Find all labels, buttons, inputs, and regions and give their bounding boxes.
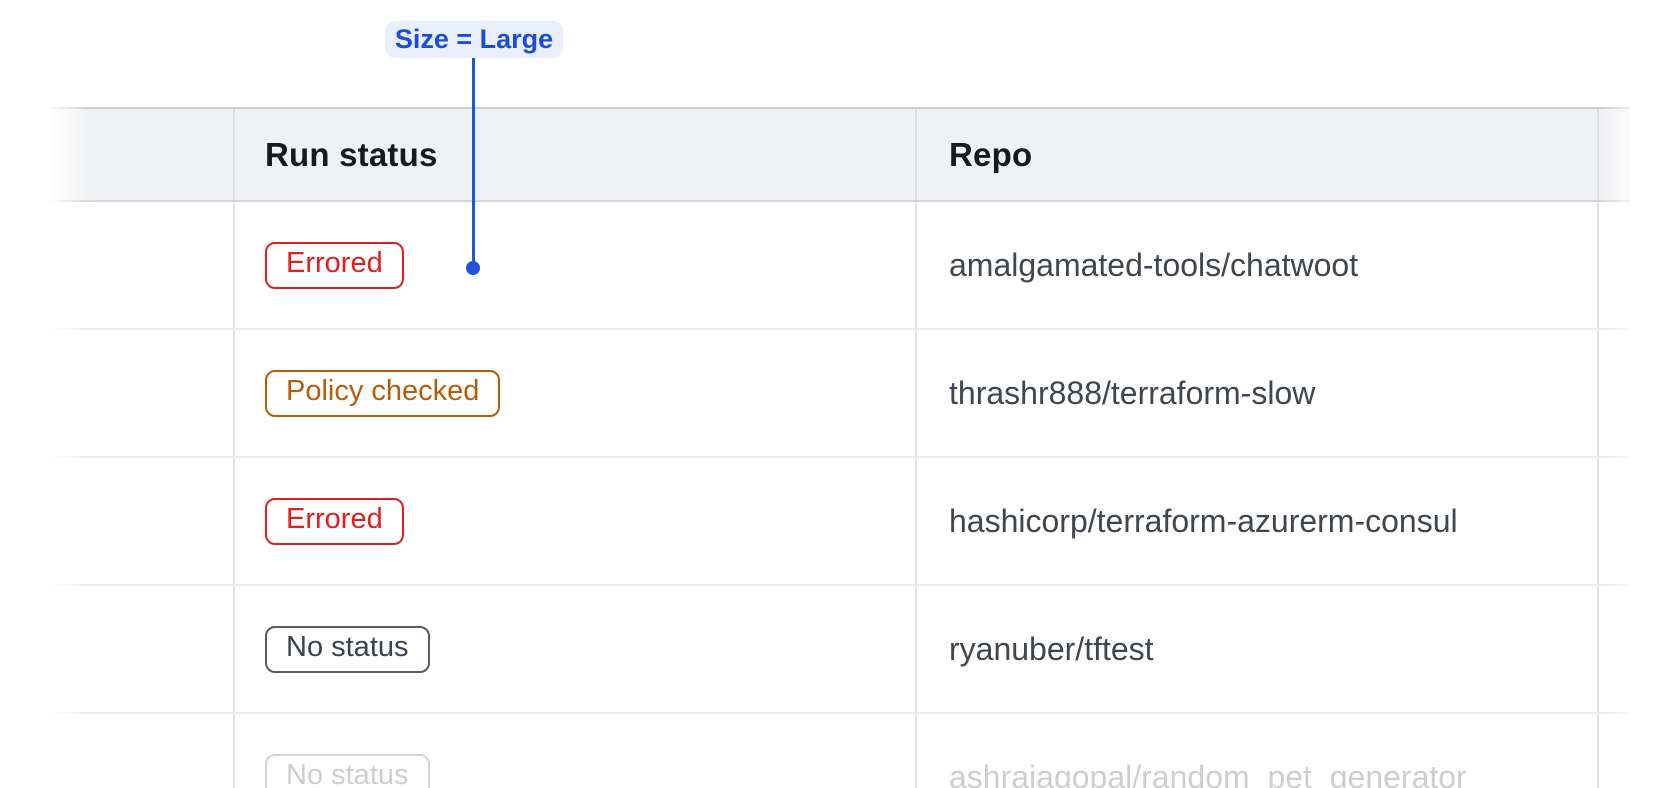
table-cell-run-status: No status (233, 586, 915, 712)
table-cell-repo: amalgamated-tools/chatwoot (915, 202, 1597, 328)
table-cell-empty (48, 458, 233, 584)
table-row[interactable]: Policy checked thrashr888/terraform-slow (48, 330, 1630, 458)
table-row[interactable]: Errored amalgamated-tools/chatwoot (48, 202, 1630, 330)
table-cell-repo: thrashr888/terraform-slow (915, 330, 1597, 456)
repo-name: ryanuber/tftest (949, 630, 1154, 667)
table-cell-overflow (1597, 586, 1630, 712)
repo-name: amalgamated-tools/chatwoot (949, 246, 1359, 283)
repo-name: hashicorp/terraform-azurerm-consul (949, 502, 1458, 539)
runs-table: Run status Repo Errored amalgamated-tool… (48, 107, 1630, 788)
table-cell-overflow (1597, 330, 1630, 456)
status-badge: No status (265, 625, 430, 673)
table-cell-overflow (1597, 714, 1630, 788)
table-row[interactable]: No status ryanuber/tftest (48, 586, 1630, 714)
table-cell-run-status: Policy checked (233, 330, 915, 456)
annotation-pointer-line (472, 58, 475, 262)
status-badge: Errored (265, 241, 404, 289)
table-cell-run-status: No status (233, 714, 915, 788)
table-cell-empty (48, 714, 233, 788)
column-header-run-status: Run status (233, 109, 915, 200)
annotation-label: Size = Large (385, 21, 563, 58)
status-badge: Errored (265, 497, 404, 545)
table-cell-overflow (1597, 202, 1630, 328)
annotation-pointer-dot (466, 261, 480, 275)
repo-name: ashrajagopal/random_pet_generator (949, 758, 1467, 788)
table-row[interactable]: Errored hashicorp/terraform-azurerm-cons… (48, 458, 1630, 586)
table-header-row: Run status Repo (48, 107, 1630, 202)
column-header-repo: Repo (915, 109, 1597, 200)
table-row[interactable]: No status ashrajagopal/random_pet_genera… (48, 714, 1630, 788)
table-cell-overflow (1597, 458, 1630, 584)
column-header-overflow (1597, 109, 1630, 200)
status-badge: Policy checked (265, 369, 501, 417)
table-cell-empty (48, 586, 233, 712)
table-cell-empty (48, 330, 233, 456)
table-cell-repo: ashrajagopal/random_pet_generator (915, 714, 1597, 788)
table-body: Errored amalgamated-tools/chatwoot Polic… (48, 202, 1630, 788)
status-badge: No status (265, 753, 430, 788)
repo-name: thrashr888/terraform-slow (949, 374, 1316, 411)
column-header-empty (48, 109, 233, 200)
table-cell-repo: ryanuber/tftest (915, 586, 1597, 712)
table-cell-empty (48, 202, 233, 328)
table-cell-run-status: Errored (233, 202, 915, 328)
table-cell-run-status: Errored (233, 458, 915, 584)
table-cell-repo: hashicorp/terraform-azurerm-consul (915, 458, 1597, 584)
